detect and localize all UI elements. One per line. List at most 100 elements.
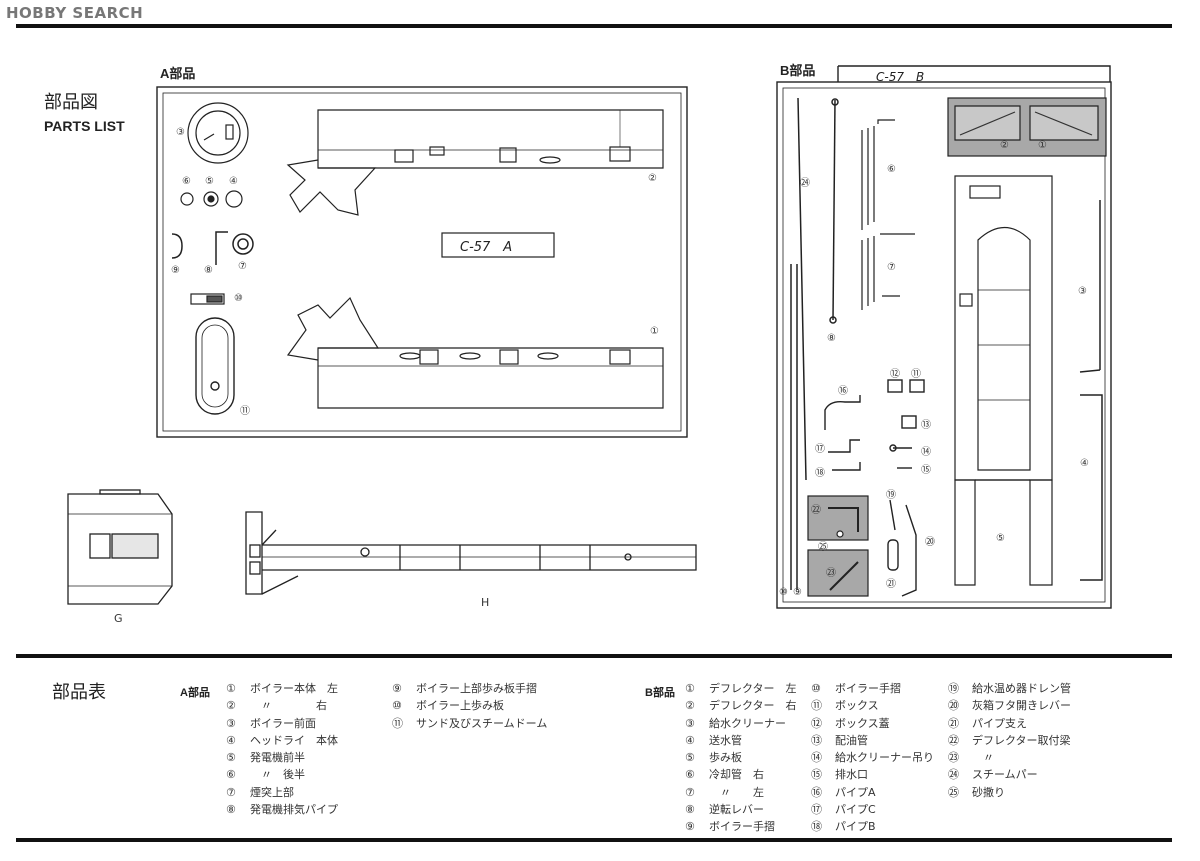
parts-list-item-name: 送水管 bbox=[709, 733, 742, 747]
parts-list-item-number: ⑤ bbox=[685, 751, 695, 765]
part-number: ⑤ bbox=[205, 176, 214, 187]
parts-list-item-name: ボイラー上歩み板 bbox=[416, 699, 504, 713]
parts-list-item-number: ④ bbox=[685, 733, 695, 747]
parts-list-item-name: ボイラー手摺 bbox=[709, 820, 775, 834]
part-a9-a8-a7-drawing bbox=[171, 231, 254, 265]
part-number: ⑫ bbox=[890, 369, 900, 380]
parts-list-item-name: ボイラー手摺 bbox=[835, 682, 901, 695]
part-number: ④ bbox=[229, 176, 238, 187]
part-number: ㉒ bbox=[811, 505, 821, 516]
sprue-a-tag-text: C-57 A bbox=[460, 240, 513, 255]
part-number: ⑩ bbox=[779, 587, 788, 598]
parts-list-item-number: ⑰ bbox=[811, 803, 822, 817]
part-number: ③ bbox=[176, 127, 185, 138]
part-number: ⑭ bbox=[921, 447, 931, 458]
sprue-a-tag bbox=[441, 232, 555, 258]
part-number: ⑥ bbox=[887, 164, 896, 175]
part-number: ⑳ bbox=[925, 537, 935, 548]
parts-list-item-number: ⑤ bbox=[226, 751, 236, 765]
parts-list-item: ⑤ 歩み板 bbox=[685, 749, 797, 766]
sprue-a-frame bbox=[156, 86, 688, 438]
parts-list-item: ⑯ パイプA bbox=[811, 784, 934, 801]
parts-list-item-number: ⑪ bbox=[392, 716, 403, 730]
parts-list-item-name: ボックス蓋 bbox=[835, 716, 890, 730]
parts-list-item-number: ⑳ bbox=[948, 699, 959, 713]
part-number: ② bbox=[1000, 140, 1009, 151]
part-number: ① bbox=[1038, 140, 1047, 151]
part-a2-drawing bbox=[286, 109, 664, 216]
parts-list-item: ⑩ ボイラー手摺 bbox=[811, 680, 934, 697]
parts-list-item-number: ⑩ bbox=[811, 682, 821, 695]
parts-list-item-name: 歩み板 bbox=[709, 751, 742, 765]
part-b6-b7-drawing bbox=[861, 119, 915, 310]
parts-list-item-number: ㉔ bbox=[948, 768, 959, 782]
watermark-logo: HOBBY SEARCH bbox=[6, 4, 144, 22]
part-b22-b23-drawing bbox=[807, 495, 869, 597]
parts-list-item: ④ 送水管 bbox=[685, 732, 797, 749]
parts-list-item-number: ⑧ bbox=[685, 803, 695, 817]
parts-list-item-number: ㉑ bbox=[948, 716, 959, 730]
part-a3-drawing bbox=[187, 102, 249, 164]
part-number: ⑧ bbox=[204, 265, 213, 276]
parts-list-item: ⑳ 灰箱フタ開きレバー bbox=[948, 697, 1071, 714]
part-number: ③ bbox=[1078, 286, 1087, 297]
parts-list-item-name: 〃 後半 bbox=[250, 768, 305, 782]
part-number: ⑮ bbox=[921, 465, 931, 476]
top-rule bbox=[16, 24, 1172, 28]
parts-list-item-number: ⑥ bbox=[685, 768, 695, 782]
parts-list-item: ⑥ 冷却管 右 bbox=[685, 766, 797, 783]
parts-list-item-name: パイプC bbox=[835, 803, 876, 817]
sprue-b-label: B部品 bbox=[780, 63, 816, 78]
page-title-en: PARTS LIST bbox=[44, 118, 125, 134]
parts-list-item-name: サンド及びスチームドーム bbox=[416, 716, 548, 730]
part-number: ⑨ bbox=[171, 265, 180, 276]
parts-list-item-name: ボイラー上部歩み板手摺 bbox=[416, 682, 537, 695]
parts-list-item-name: 発電機排気パイプ bbox=[250, 803, 338, 817]
parts-list-item-number: ⑯ bbox=[811, 785, 822, 799]
part-number: ㉔ bbox=[800, 178, 810, 189]
part-number: ⑯ bbox=[838, 386, 848, 397]
parts-list-item-name: 〃 右 bbox=[250, 699, 327, 713]
parts-list-item-name: パイプA bbox=[835, 785, 876, 799]
part-number: ⑤ bbox=[996, 533, 1005, 544]
part-number: ⑦ bbox=[238, 261, 247, 272]
parts-list-item-name: 給水温め器ドレン管 bbox=[972, 682, 1071, 695]
parts-list-item-number: ㉓ bbox=[948, 751, 959, 765]
assembly-g-label: G bbox=[114, 612, 123, 625]
parts-list-item-number: ⑮ bbox=[811, 768, 822, 782]
parts-list-item-number: ⑪ bbox=[811, 699, 822, 713]
part-number: ㉕ bbox=[818, 542, 828, 553]
parts-list-item-number: ⑦ bbox=[685, 785, 695, 799]
parts-list-item-name: ボイラー前面 bbox=[250, 716, 316, 730]
parts-list-item-number: ⑭ bbox=[811, 751, 822, 765]
parts-list-item-name: 冷却管 右 bbox=[709, 768, 764, 782]
parts-list-item: ⑪ サンド及びスチームドーム bbox=[392, 715, 547, 732]
parts-list-item-number: ⑦ bbox=[226, 785, 236, 799]
parts-list-item-number: ② bbox=[226, 699, 236, 713]
parts-list-item: ② 〃 右 bbox=[226, 697, 338, 714]
part-number: ⑥ bbox=[182, 176, 191, 187]
parts-list-item-name: デフレクター 右 bbox=[709, 699, 797, 713]
part-number: ⑬ bbox=[921, 420, 931, 431]
parts-list-item-number: ⑬ bbox=[811, 733, 822, 747]
parts-list-item-name: 灰箱フタ開きレバー bbox=[972, 699, 1071, 713]
parts-list-item-number: ① bbox=[226, 682, 236, 695]
parts-list-item-name: ヘッドライ 本体 bbox=[250, 733, 338, 747]
part-a6-a5-a4-drawing bbox=[180, 190, 243, 208]
parts-list-item-name: デフレクター取付梁 bbox=[972, 733, 1071, 747]
